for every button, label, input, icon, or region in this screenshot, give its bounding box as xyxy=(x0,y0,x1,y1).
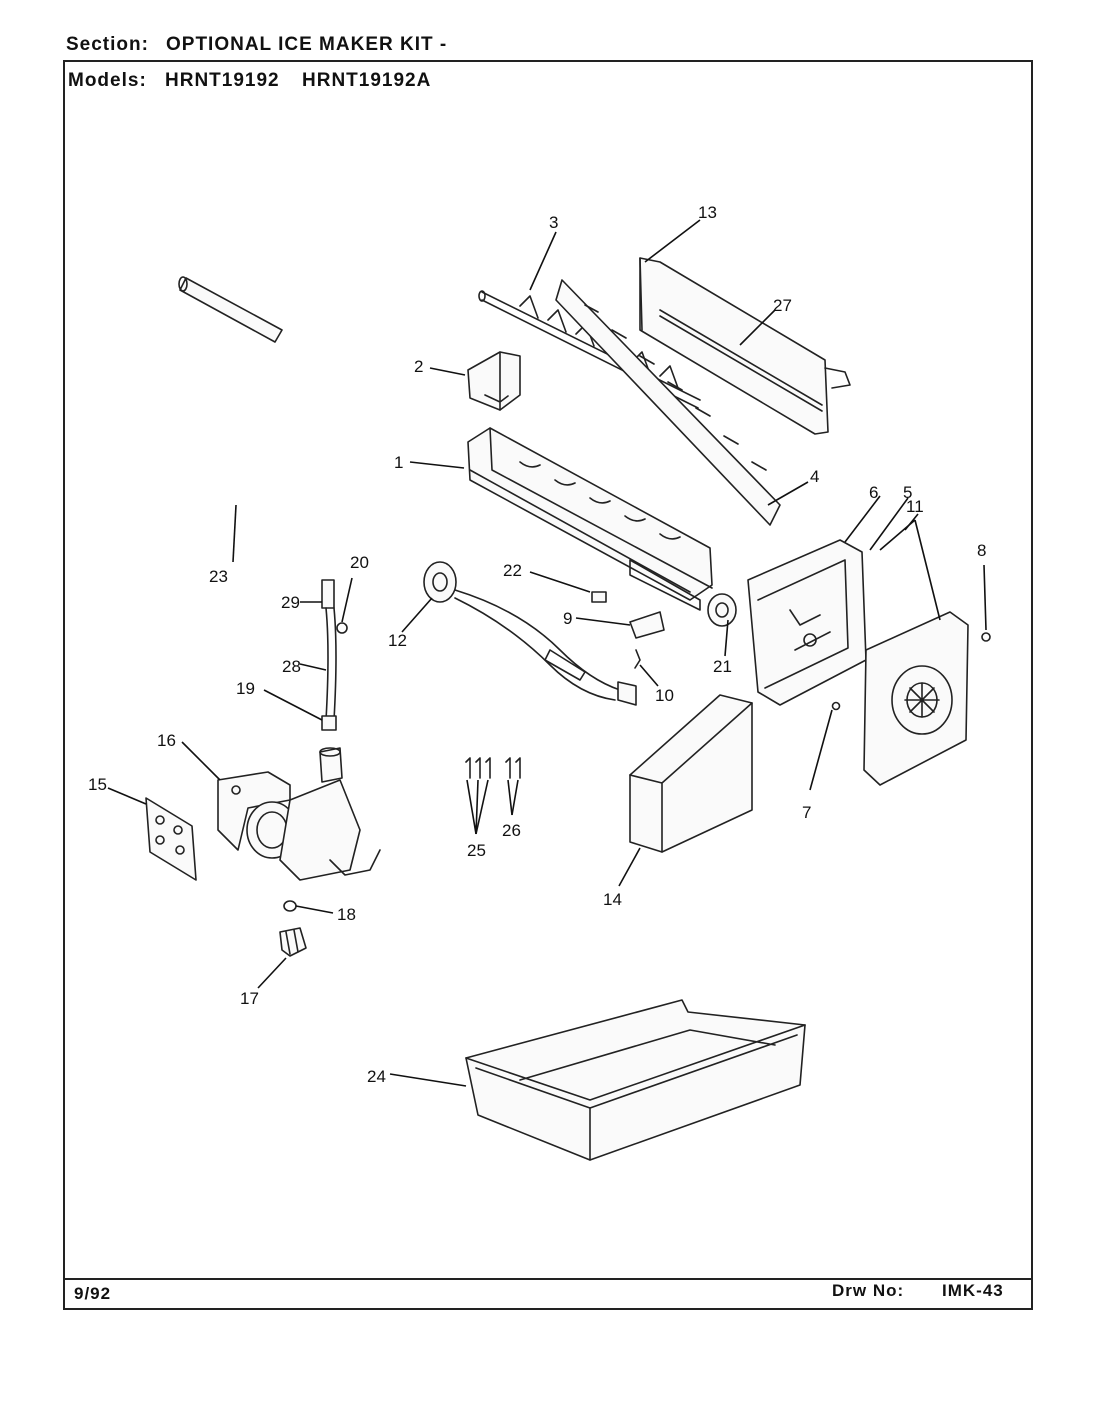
callout-10: 10 xyxy=(655,686,674,705)
callout-14: 14 xyxy=(603,890,622,909)
drawing-number: IMK-43 xyxy=(942,1281,1004,1300)
insulation-tube-part-23 xyxy=(178,276,283,343)
callout-9: 9 xyxy=(563,609,572,628)
callout-22: 22 xyxy=(503,561,522,580)
drawing-date: 9/92 xyxy=(74,1284,112,1303)
leader-lines xyxy=(107,219,987,1087)
callout-23: 23 xyxy=(209,567,228,586)
callout-26: 26 xyxy=(502,821,521,840)
callout-3: 3 xyxy=(549,213,558,232)
footer-divider xyxy=(63,1278,1033,1280)
callout-12: 12 xyxy=(388,631,407,650)
mold-part-1 xyxy=(467,427,713,611)
screw-part-7 xyxy=(831,701,841,711)
nut-part-17 xyxy=(279,927,307,957)
drawing-number-label: Drw No: xyxy=(832,1281,905,1300)
bracket-part-2 xyxy=(467,351,521,411)
callout-1: 1 xyxy=(394,453,403,472)
ice-bucket-part-24 xyxy=(465,999,806,1161)
cover-plate-part-13 xyxy=(639,257,851,435)
callout-21: 21 xyxy=(713,657,732,676)
callout-29: 29 xyxy=(281,593,300,612)
control-module-part-11 xyxy=(863,611,969,786)
cover-box-part-14 xyxy=(629,694,753,853)
small-part-9 xyxy=(629,611,665,639)
callout-15: 15 xyxy=(88,775,107,794)
callout-labels: 1 2 3 4 5 6 7 8 9 10 11 12 13 14 15 16 1… xyxy=(88,203,986,1086)
callout-2: 2 xyxy=(414,357,423,376)
callout-7: 7 xyxy=(802,803,811,822)
fill-tube-part-28 xyxy=(321,579,348,731)
callout-16: 16 xyxy=(157,731,176,750)
callout-24: 24 xyxy=(367,1067,386,1086)
callout-17: 17 xyxy=(240,989,259,1008)
callout-5: 5 xyxy=(903,483,912,502)
callout-20: 20 xyxy=(350,553,369,572)
wiring-harness-part-12 xyxy=(423,561,637,706)
housing-part-5 xyxy=(747,539,867,706)
model-number: HRNT19192 xyxy=(165,70,280,91)
small-part-22 xyxy=(591,591,607,603)
callout-19: 19 xyxy=(236,679,255,698)
callout-25: 25 xyxy=(467,841,486,860)
washer-part-18 xyxy=(283,900,297,912)
small-part-10 xyxy=(634,649,641,669)
section-value: OPTIONAL ICE MAKER KIT - xyxy=(166,34,448,55)
section-label: Section: xyxy=(66,34,149,55)
water-valve-part-16 xyxy=(217,747,381,881)
screw-part-8 xyxy=(981,632,991,642)
callout-4: 4 xyxy=(810,467,819,486)
motor-part-21 xyxy=(707,593,737,627)
callout-13: 13 xyxy=(698,203,717,222)
mounting-plate-part-15 xyxy=(145,797,197,881)
callout-8: 8 xyxy=(977,541,986,560)
callout-6: 6 xyxy=(869,483,878,502)
model-number: HRNT19192A xyxy=(302,70,432,91)
stripper-part-4 xyxy=(555,279,781,526)
callout-27: 27 xyxy=(773,296,792,315)
screw-set-part-25-26 xyxy=(465,757,521,779)
callout-11: 11 xyxy=(906,497,924,516)
models-label: Models: xyxy=(68,70,147,91)
callout-28: 28 xyxy=(282,657,301,676)
callout-18: 18 xyxy=(337,905,356,924)
drawing-frame xyxy=(63,60,1033,1310)
